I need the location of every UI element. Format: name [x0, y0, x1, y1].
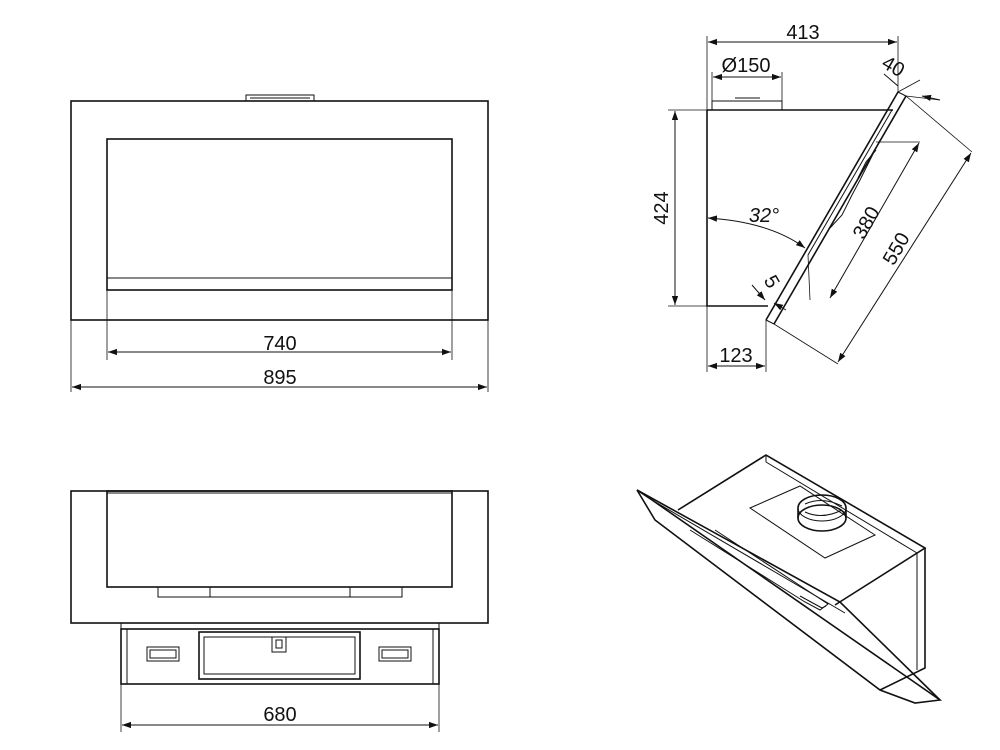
dim-side-panel-thickness: 40 — [878, 52, 941, 102]
iso-duct-plate — [748, 485, 877, 559]
dim-label-40: 40 — [878, 52, 908, 82]
iso-top-face — [677, 454, 927, 606]
iso-glass-panel — [636, 489, 943, 704]
dim-label-413: 413 — [786, 22, 819, 44]
dim-label-5: 5 — [759, 272, 784, 293]
dim-side-small-offset: 5 — [751, 272, 787, 311]
dim-label-123: 123 — [719, 345, 752, 367]
side-glass-panel — [765, 91, 907, 325]
dim-side-inner-length: 380 — [829, 142, 920, 299]
dim-front-outer-width: 895 — [72, 367, 487, 391]
front-top-outlet — [245, 94, 315, 102]
side-duct — [711, 97, 783, 111]
dim-side-depth-top: 413 — [708, 22, 897, 46]
dim-side-height: 424 — [651, 111, 679, 305]
bottom-outer-frame — [70, 490, 489, 624]
bottom-right-grille — [378, 646, 412, 662]
bottom-filter-handle — [271, 637, 287, 653]
dim-bottom-width: 680 — [122, 704, 438, 729]
dim-label-740: 740 — [263, 333, 296, 355]
iso-right-face — [879, 548, 926, 691]
dim-label-680: 680 — [263, 704, 296, 726]
dim-label-424: 424 — [651, 191, 673, 224]
front-view: 740 895 — [70, 94, 489, 392]
dim-side-bottom-depth: 123 — [708, 345, 765, 370]
dim-label-895: 895 — [263, 367, 296, 389]
front-glass-panel — [106, 138, 453, 291]
dim-front-inner-width: 740 — [108, 333, 451, 356]
dim-side-angle: 32° — [707, 205, 806, 249]
bottom-filter-panel — [198, 631, 361, 680]
dim-side-duct-diameter: Ø150 — [713, 55, 781, 81]
dim-label-d150: Ø150 — [722, 55, 771, 77]
dim-label-380: 380 — [849, 203, 885, 243]
bottom-left-grille — [146, 646, 180, 662]
bottom-light-strip — [157, 587, 403, 598]
iso-control-strip — [689, 529, 829, 611]
front-outer-frame — [70, 100, 489, 321]
dim-label-32deg: 32° — [749, 205, 779, 227]
side-view: 413 Ø150 40 424 32° — [651, 22, 973, 372]
bottom-view: 680 — [70, 490, 489, 732]
bottom-glass-panel — [106, 490, 453, 588]
isometric-view — [636, 454, 943, 704]
dim-label-550: 550 — [879, 229, 915, 269]
iso-duct-cylinder — [797, 494, 847, 532]
